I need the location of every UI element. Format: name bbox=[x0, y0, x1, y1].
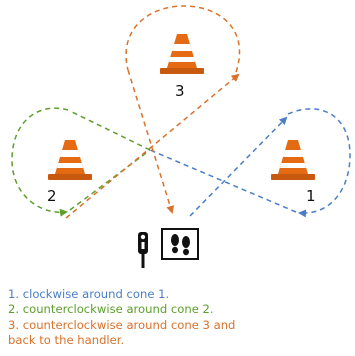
handler-figure-icon bbox=[138, 232, 148, 268]
cone-1 bbox=[271, 140, 315, 180]
cone-1-label: 1 bbox=[306, 187, 316, 205]
traffic-cone-icon bbox=[48, 140, 92, 180]
cone-2 bbox=[48, 140, 92, 180]
traffic-cone-icon bbox=[271, 140, 315, 180]
legend-step-3: 3. counterclockwise around cone 3 and bbox=[8, 317, 236, 332]
path-step-3 bbox=[65, 5, 241, 219]
legend-step-3-continued: back to the handler. bbox=[8, 333, 125, 348]
legend-step-1: 1. clockwise around cone 1. bbox=[8, 287, 170, 301]
legend-step-2: 2. counterclockwise around cone 2. bbox=[8, 302, 214, 317]
path-step-2 bbox=[11, 107, 151, 217]
path-step-1 bbox=[149, 108, 351, 218]
course-diagram: 3 2 1 bbox=[11, 5, 351, 268]
traffic-cone-icon bbox=[160, 34, 204, 74]
legend: 1. clockwise around cone 1. 2. countercl… bbox=[8, 287, 353, 349]
footprints-icon bbox=[161, 228, 199, 260]
cone-3-label: 3 bbox=[175, 82, 185, 100]
cone-2-label: 2 bbox=[47, 187, 57, 205]
cone-3 bbox=[160, 34, 204, 74]
